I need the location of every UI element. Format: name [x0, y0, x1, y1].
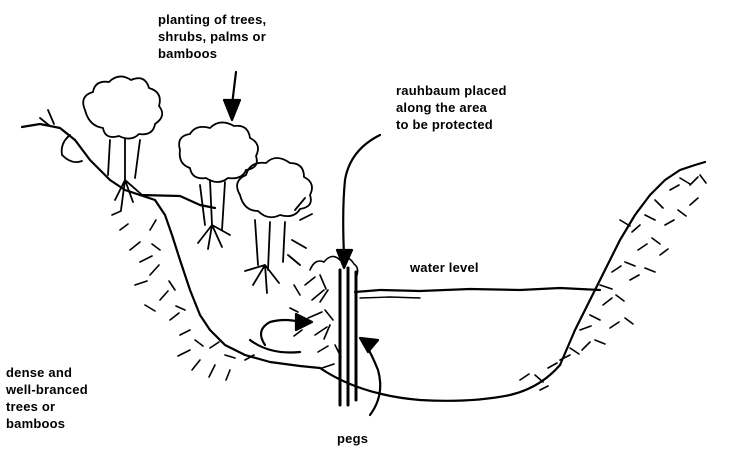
rauhbaum-label-line3: to be protected	[396, 117, 493, 132]
water-level-line	[353, 286, 602, 294]
arrow-rauhbaum	[342, 133, 382, 257]
tree-cluster-left	[39, 75, 164, 211]
right-bank-outline	[558, 160, 707, 367]
dense-label-line3: trees or	[6, 399, 56, 414]
dense-label-line1: dense and	[6, 365, 73, 380]
rauhbaum-label-line2: along the area	[396, 100, 487, 115]
dense-label-line4: bamboos	[6, 416, 66, 431]
rauhbaum-label: rauhbaum placed along the area to be pro…	[396, 82, 507, 133]
arrow-planting-head	[222, 98, 242, 122]
dense-trees-label: dense and well-branced trees or bamboos	[6, 364, 88, 432]
left-bank-outline	[20, 122, 322, 370]
channel-bed	[318, 363, 562, 402]
planting-label-line2: shrubs, palms or	[158, 29, 266, 44]
arrow-pegs-head	[358, 336, 380, 354]
arrow-dense-head	[294, 312, 314, 332]
dense-label-line2: well-branced	[6, 382, 88, 397]
arrow-rauhbaum-head	[335, 248, 354, 270]
pegs-posts	[338, 266, 358, 407]
tree-cluster-center	[178, 121, 259, 250]
rauhbaum-bundle	[289, 255, 359, 369]
tree-cluster-right	[236, 157, 313, 294]
right-bank-hatching	[519, 174, 707, 391]
arrow-dense	[259, 318, 302, 347]
channel-bed-inner	[248, 338, 302, 354]
planting-label-line3: bamboos	[158, 46, 218, 61]
arrow-pegs	[364, 343, 382, 417]
planting-label-line1: planting of trees,	[158, 12, 267, 27]
planting-label: planting of trees, shrubs, palms or bamb…	[158, 11, 266, 62]
pegs-label: pegs	[337, 431, 369, 446]
water-level-line-2	[359, 296, 421, 299]
water-level-label: water level	[410, 260, 479, 275]
rauhbaum-label-line1: rauhbaum placed	[396, 83, 507, 98]
left-bank-hatching	[111, 210, 255, 381]
left-bank-upper-ledge	[138, 193, 217, 210]
